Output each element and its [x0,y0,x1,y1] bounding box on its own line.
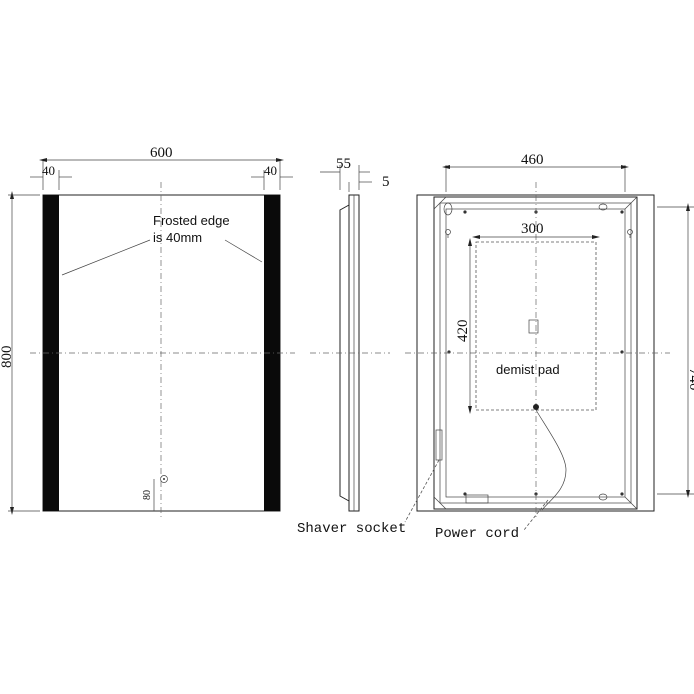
frame-corner-br [624,496,638,510]
power-cord-line [535,409,567,511]
hanger-icon-br [598,493,608,501]
frame-width-label: 460 [521,152,544,168]
shaver-socket-icon [435,429,443,461]
touch-switch-icon [160,475,168,483]
side-view: 55 5 [310,156,390,512]
power-cord-leader [523,499,549,531]
sensor-icon [528,319,539,334]
frost-note-line2: is 40mm [153,230,202,245]
shaver-socket-label: Shaver socket [297,521,406,537]
side-depth-label: 55 [336,156,351,172]
side-glass-label: 5 [382,174,390,190]
pad-height-label: 420 [455,320,471,343]
frame-corner-tl [433,196,447,210]
front-width-label: 600 [150,145,173,161]
cord-entry-icon [533,404,539,410]
frame-height-label: 740 [686,368,694,391]
front-view: Frosted edge is 40mm 80 600 40 40 800 [0,145,295,520]
cord-plug-icon [465,494,489,504]
frost-note-line1: Frosted edge [153,213,230,228]
power-cord-label: Power cord [435,526,519,542]
hanger-icon-tr [598,203,633,238]
frost-note-leader-right [224,239,263,263]
frost-note-leader-left [61,239,151,276]
back-view: demist pad 300 420 460 740 Power cord Sh… [297,152,694,542]
left-frosted-edge [43,195,59,511]
right-frosted-edge [264,195,280,511]
right-frost-width-label: 40 [264,163,277,178]
shaver-socket-leader [404,459,440,523]
switch-offset-label: 80 [142,490,153,500]
pad-width-label: 300 [521,221,544,237]
frame-corner-tr [624,196,638,210]
front-height-label: 800 [0,346,15,369]
demist-pad-label: demist pad [496,362,560,377]
left-frost-width-label: 40 [42,163,55,178]
frame-corner-bl [433,496,447,510]
hanger-icon-tl [443,202,453,238]
touch-switch-dot [163,478,165,480]
